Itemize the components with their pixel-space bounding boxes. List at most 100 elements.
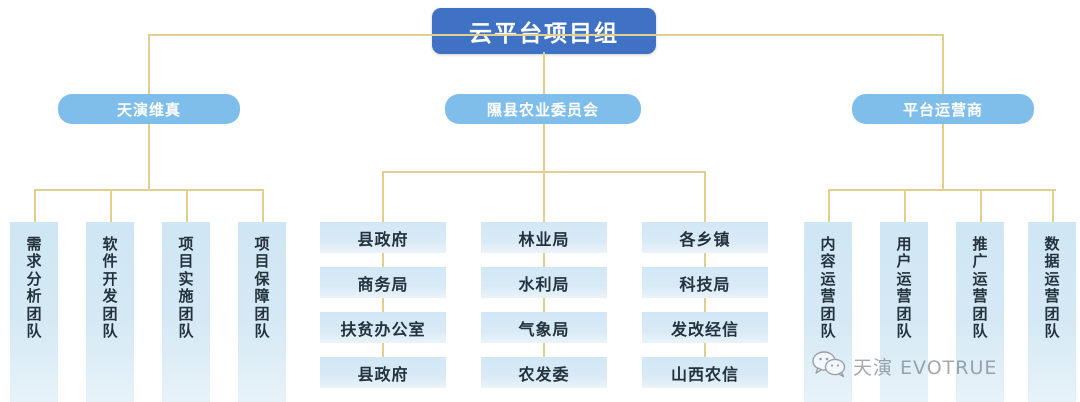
leaf-char: 团 [820, 304, 836, 323]
connector-root-to-branch-right [942, 34, 944, 96]
leaf-char: 团 [102, 304, 118, 323]
connector-left-drop-2 [110, 189, 112, 223]
leaf-char: 户 [896, 252, 912, 271]
connector-center-c1-link-3 [382, 342, 384, 358]
leaf-forestry-bureau[interactable]: 林业局 [481, 222, 607, 253]
connector-center-c2-link-2 [543, 297, 545, 313]
connector-center-drop-2 [543, 171, 545, 223]
leaf-char: 队 [102, 321, 118, 340]
leaf-char: 团 [896, 304, 912, 323]
leaf-char: 营 [972, 287, 988, 306]
connector-center-drop-1 [382, 171, 384, 223]
leaf-char: 施 [178, 287, 194, 306]
leaf-char: 运 [896, 269, 912, 288]
leaf-char: 软 [102, 235, 118, 253]
connector-center-c3-link-3 [704, 342, 706, 358]
leaf-char: 数 [1044, 235, 1060, 253]
leaf-char: 据 [1044, 252, 1060, 271]
leaf-char: 运 [1044, 269, 1060, 288]
leaf-project-implementation-team[interactable]: 项 目 实 施 团 队 [162, 222, 210, 402]
leaf-agricultural-development-committee[interactable]: 农发委 [481, 357, 607, 388]
leaf-requirements-analysis-team[interactable]: 需 求 分 析 团 队 [10, 222, 58, 402]
leaf-char: 运 [972, 269, 988, 288]
connector-root-bus [148, 34, 944, 36]
leaf-promotion-operations-team[interactable]: 推 广 运 营 团 队 [956, 222, 1004, 402]
leaf-char: 广 [972, 252, 988, 271]
leaf-char: 内 [820, 235, 836, 253]
connector-center-c1-link-1 [382, 252, 384, 268]
connector-center-c1-link-2 [382, 297, 384, 313]
connector-center-c3-link-2 [704, 297, 706, 313]
connector-left-drop-3 [186, 189, 188, 223]
node-branch-agriculture-committee[interactable]: 隰县农业委员会 [445, 94, 641, 124]
leaf-char: 分 [26, 269, 42, 288]
connector-center-stem [543, 124, 545, 172]
leaf-char: 推 [972, 235, 988, 253]
leaf-char: 团 [972, 304, 988, 323]
leaf-char: 件 [102, 252, 118, 271]
leaf-char: 用 [896, 235, 912, 253]
connector-left-bus [34, 189, 262, 191]
leaf-char: 开 [102, 269, 118, 288]
node-root[interactable]: 云平台项目组 [432, 8, 656, 54]
leaf-project-assurance-team[interactable]: 项 目 保 障 团 队 [238, 222, 286, 402]
leaf-char: 团 [254, 304, 270, 323]
connector-center-c2-link-1 [543, 252, 545, 268]
connector-root-to-branch-left [148, 34, 150, 96]
leaf-county-government-2[interactable]: 县政府 [320, 357, 446, 388]
connector-left-drop-1 [34, 189, 36, 223]
leaf-char: 队 [254, 321, 270, 340]
leaf-data-operations-team[interactable]: 数 据 运 营 团 队 [1028, 222, 1076, 402]
leaf-user-operations-team[interactable]: 用 户 运 营 团 队 [880, 222, 928, 402]
leaf-char: 发 [102, 287, 118, 306]
leaf-char: 容 [820, 252, 836, 271]
leaf-char: 队 [1044, 321, 1060, 340]
leaf-meteorological-bureau[interactable]: 气象局 [481, 312, 607, 343]
leaf-char: 需 [26, 235, 42, 253]
leaf-development-reform-economic-info[interactable]: 发改经信 [642, 312, 768, 343]
leaf-char: 队 [972, 321, 988, 340]
connector-center-drop-3 [704, 171, 706, 223]
leaf-char: 团 [26, 304, 42, 323]
connector-right-drop-2 [904, 189, 906, 223]
leaf-char: 实 [178, 269, 194, 288]
connector-right-drop-3 [980, 189, 982, 223]
leaf-commerce-bureau[interactable]: 商务局 [320, 267, 446, 298]
connector-root-to-branch-center [543, 54, 545, 96]
connector-right-bus [828, 189, 1056, 191]
leaf-char: 项 [178, 235, 194, 253]
connector-right-stem [942, 124, 944, 190]
leaf-townships[interactable]: 各乡镇 [642, 222, 768, 253]
leaf-char: 营 [896, 287, 912, 306]
leaf-county-government-1[interactable]: 县政府 [320, 222, 446, 253]
node-branch-tianyan[interactable]: 天演维真 [58, 94, 240, 124]
leaf-char: 队 [820, 321, 836, 340]
connector-center-c3-link-1 [704, 252, 706, 268]
leaf-char: 目 [254, 252, 270, 271]
leaf-water-resources-bureau[interactable]: 水利局 [481, 267, 607, 298]
leaf-char: 团 [1044, 304, 1060, 323]
leaf-char: 求 [26, 252, 42, 271]
leaf-char: 项 [254, 235, 270, 253]
connector-left-drop-4 [262, 189, 264, 223]
leaf-char: 营 [820, 287, 836, 306]
leaf-char: 保 [254, 269, 270, 288]
node-branch-platform-operator[interactable]: 平台运营商 [852, 94, 1034, 124]
connector-right-drop-1 [828, 189, 830, 223]
connector-left-stem [148, 124, 150, 190]
leaf-char: 运 [820, 269, 836, 288]
leaf-char: 团 [178, 304, 194, 323]
connector-center-c2-link-3 [543, 342, 545, 358]
leaf-science-technology-bureau[interactable]: 科技局 [642, 267, 768, 298]
leaf-char: 队 [896, 321, 912, 340]
leaf-shanxi-rural-credit[interactable]: 山西农信 [642, 357, 768, 388]
leaf-content-operations-team[interactable]: 内 容 运 营 团 队 [804, 222, 852, 402]
leaf-char: 障 [254, 287, 270, 306]
leaf-char: 目 [178, 252, 194, 271]
leaf-poverty-alleviation-office[interactable]: 扶贫办公室 [320, 312, 446, 343]
connector-right-drop-4 [1052, 189, 1054, 223]
leaf-char: 析 [26, 287, 42, 306]
leaf-software-development-team[interactable]: 软 件 开 发 团 队 [86, 222, 134, 402]
leaf-char: 队 [178, 321, 194, 340]
